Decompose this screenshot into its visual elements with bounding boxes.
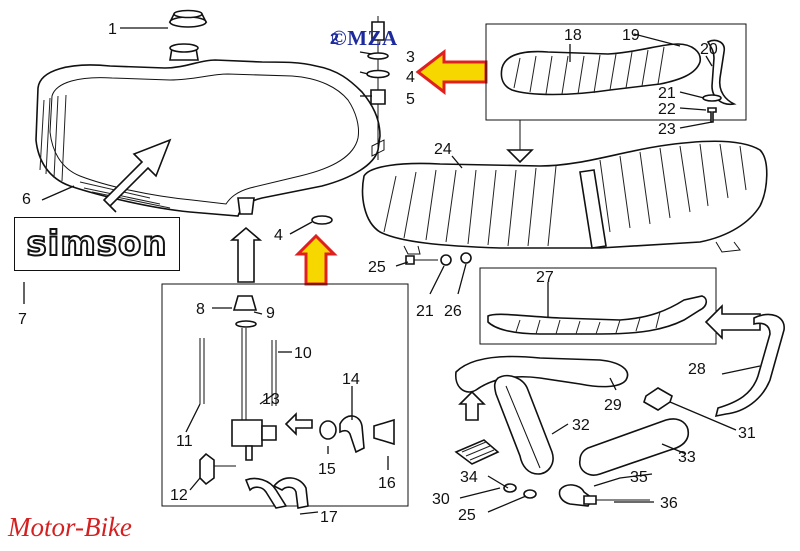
label-21-lower: 21	[416, 303, 434, 320]
simson-logo: simson	[14, 217, 180, 271]
leader-lines	[23, 27, 761, 515]
plate-34	[454, 439, 500, 465]
pointer-arrow-tap	[229, 226, 263, 283]
label-3: 3	[406, 49, 415, 66]
bolt-36	[558, 484, 650, 507]
bracket-32	[493, 374, 554, 475]
label-22: 22	[658, 101, 676, 118]
copyright-mark: ©MZA	[331, 26, 398, 50]
label-25-lower: 25	[458, 507, 476, 524]
label-1: 1	[108, 21, 117, 38]
label-23: 23	[658, 121, 676, 138]
label-29: 29	[604, 397, 622, 414]
label-19: 19	[622, 27, 640, 44]
label-24: 24	[434, 141, 452, 158]
label-12: 12	[170, 487, 188, 504]
label-34: 34	[460, 469, 478, 486]
label-10: 10	[294, 345, 312, 362]
label-8: 8	[196, 301, 205, 318]
label-32: 32	[572, 417, 590, 434]
callout-arrow-left	[415, 48, 488, 96]
label-27: 27	[536, 269, 554, 286]
label-5: 5	[406, 91, 415, 108]
label-18: 18	[564, 27, 582, 44]
label-28: 28	[688, 361, 706, 378]
seat-assembly	[361, 140, 768, 255]
label-2: 2	[330, 31, 339, 48]
label-9: 9	[266, 305, 275, 322]
label-11: 11	[176, 433, 193, 450]
seat-fasteners	[405, 252, 472, 266]
fuel-tank	[35, 43, 381, 217]
part-number-labels: 1 2 3 4 5 6 7 4 8 9 10 11 12 13 14 15 16…	[18, 21, 756, 526]
label-13: 13	[262, 391, 280, 408]
label-4-lower: 4	[274, 227, 283, 244]
fuel-cap	[168, 9, 208, 28]
simson-logo-text: simson	[25, 223, 168, 265]
label-7: 7	[18, 311, 27, 328]
label-31: 31	[738, 425, 756, 442]
brand-caption: Motor-Bike	[8, 512, 132, 542]
label-14: 14	[342, 371, 360, 388]
washers-30-25	[503, 483, 537, 499]
label-4: 4	[406, 69, 415, 86]
washer-4-lower	[311, 215, 333, 225]
clip-31	[643, 387, 673, 411]
label-33: 33	[678, 449, 696, 466]
seat-cover-inset	[485, 23, 747, 164]
label-35: 35	[630, 469, 648, 486]
seat-strap-28	[714, 313, 785, 418]
bracket-33	[578, 418, 690, 476]
pointer-arrow-32	[458, 390, 486, 421]
label-30: 30	[432, 491, 450, 508]
fuel-tap-inset	[161, 283, 409, 509]
callout-arrow-up	[294, 233, 338, 286]
label-21: 21	[658, 85, 676, 102]
label-26: 26	[444, 303, 462, 320]
label-25: 25	[368, 259, 386, 276]
hardware-stack	[366, 16, 390, 160]
pointer-arrow-frame	[704, 304, 761, 340]
label-15: 15	[318, 461, 336, 478]
label-17: 17	[320, 509, 338, 526]
label-16: 16	[378, 475, 396, 492]
seat-frame-inset	[479, 267, 717, 345]
strap-29	[455, 355, 629, 393]
pointer-arrow-tank	[102, 138, 172, 213]
label-36: 36	[660, 495, 678, 512]
label-20: 20	[700, 41, 718, 58]
label-6: 6	[22, 191, 31, 208]
